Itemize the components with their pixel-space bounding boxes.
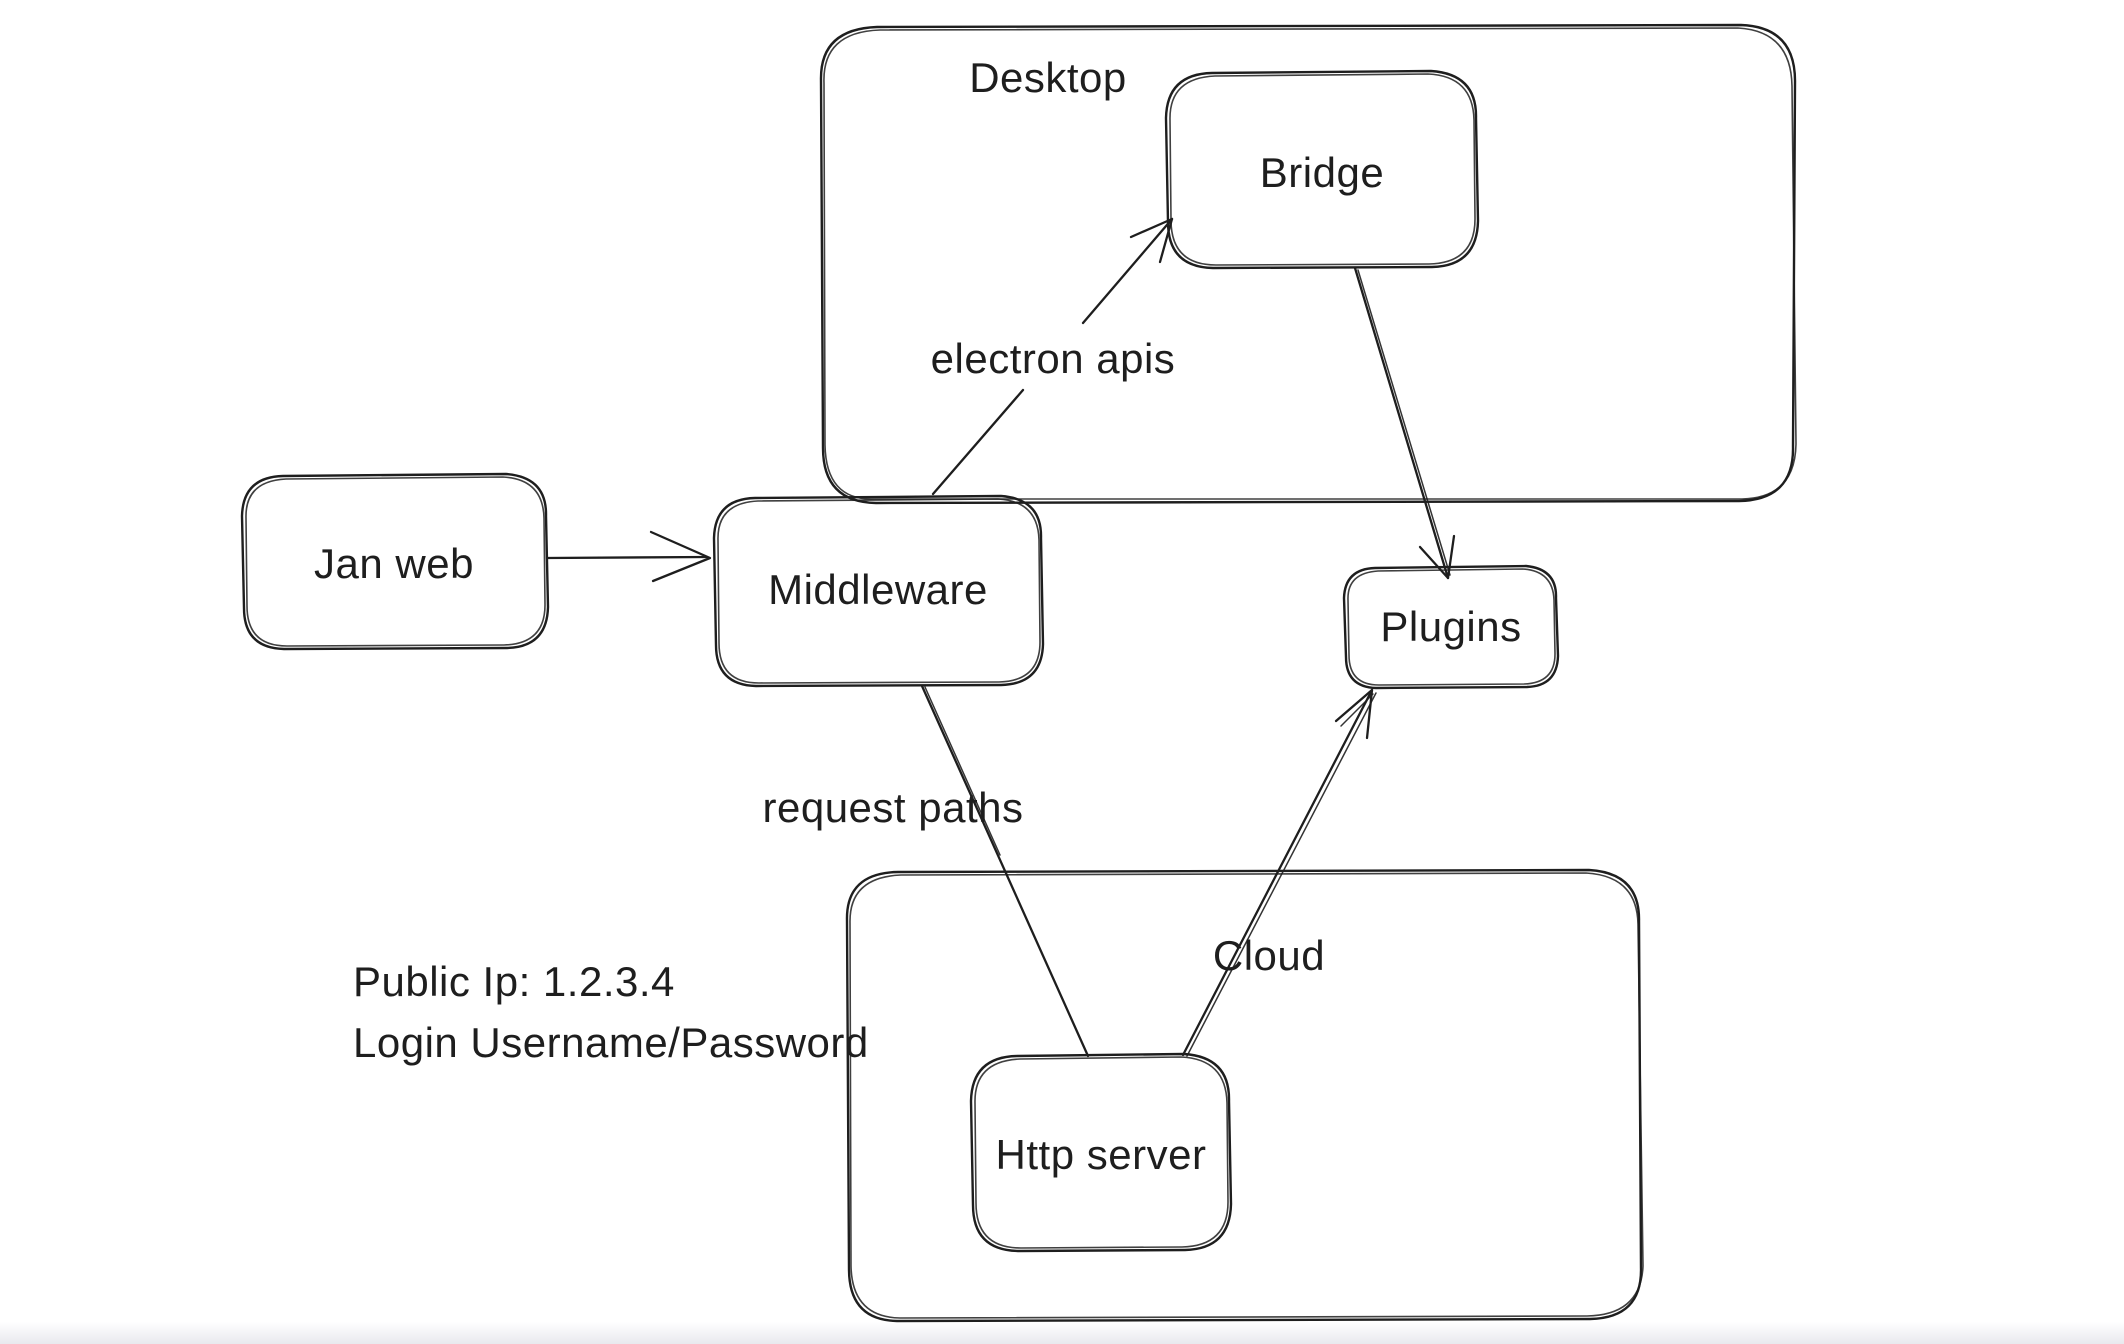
- cloud-box-outline: [845, 868, 1643, 1323]
- node-box: [712, 494, 1045, 688]
- container-desktop[interactable]: Desktop: [819, 23, 1797, 505]
- node-box-sketch: [974, 1056, 1229, 1249]
- node-middleware[interactable]: Middleware: [712, 494, 1045, 688]
- container-cloud-label: Cloud: [1213, 932, 1325, 979]
- node-box: [1342, 564, 1560, 690]
- node-jan-web[interactable]: Jan web: [240, 472, 550, 651]
- edge-line-sketch: [1357, 269, 1451, 576]
- node-plugins[interactable]: Plugins: [1342, 564, 1560, 690]
- edge-middleware-to-http-server[interactable]: request paths: [762, 684, 1090, 1058]
- note-line-2: Login Username/Password: [353, 1019, 869, 1066]
- edge-jan-web-to-middleware[interactable]: [545, 530, 712, 583]
- cloud-box-outline-sketch: [849, 872, 1644, 1319]
- node-box-sketch: [1347, 568, 1556, 686]
- node-box: [240, 472, 550, 651]
- edge-label-electron-apis: electron apis: [931, 335, 1176, 382]
- edge-line: [1181, 688, 1374, 1057]
- node-jan-web-label: Jan web: [314, 540, 474, 587]
- arrowhead-chevron: [1334, 688, 1374, 740]
- node-http-server-label: Http server: [996, 1131, 1207, 1178]
- node-plugins-label: Plugins: [1380, 603, 1521, 650]
- node-http-server[interactable]: Http server: [969, 1052, 1233, 1253]
- node-box-sketch: [245, 476, 546, 647]
- edge-label-request-paths: request paths: [762, 784, 1023, 831]
- note-line-1: Public Ip: 1.2.3.4: [353, 958, 675, 1005]
- node-box: [969, 1052, 1233, 1253]
- edge-line: [920, 684, 1090, 1058]
- edge-line-sketch: [924, 686, 1001, 856]
- edge-middleware-to-bridge[interactable]: electron apis: [931, 217, 1176, 496]
- arrowhead-sketch: [1340, 693, 1374, 727]
- container-cloud[interactable]: Cloud: [845, 868, 1644, 1323]
- edge-line-sketch: [1186, 692, 1377, 1057]
- edge-http-server-to-plugins[interactable]: [1181, 688, 1377, 1057]
- node-bridge-label: Bridge: [1260, 149, 1384, 196]
- edge-line-segment-lower: [931, 388, 1025, 496]
- node-middleware-label: Middleware: [768, 566, 988, 613]
- node-bridge[interactable]: Bridge: [1164, 69, 1480, 270]
- node-box-sketch: [1169, 73, 1476, 266]
- edge-line: [1353, 266, 1450, 580]
- node-box: [1164, 69, 1480, 270]
- edge-line-segment-upper: [1081, 217, 1174, 325]
- edge-line: [545, 555, 709, 560]
- arrowhead-chevron: [1418, 534, 1456, 580]
- arrowhead-chevron: [1129, 217, 1174, 264]
- note-public-ip[interactable]: Public Ip: 1.2.3.4 Login Username/Passwo…: [353, 958, 869, 1066]
- desktop-box-outline-sketch: [823, 27, 1797, 500]
- desktop-box-outline: [819, 23, 1797, 505]
- edge-bridge-to-plugins[interactable]: [1353, 266, 1456, 580]
- arrowhead-chevron: [649, 530, 712, 583]
- container-desktop-label: Desktop: [969, 54, 1127, 101]
- node-box-sketch: [717, 498, 1041, 684]
